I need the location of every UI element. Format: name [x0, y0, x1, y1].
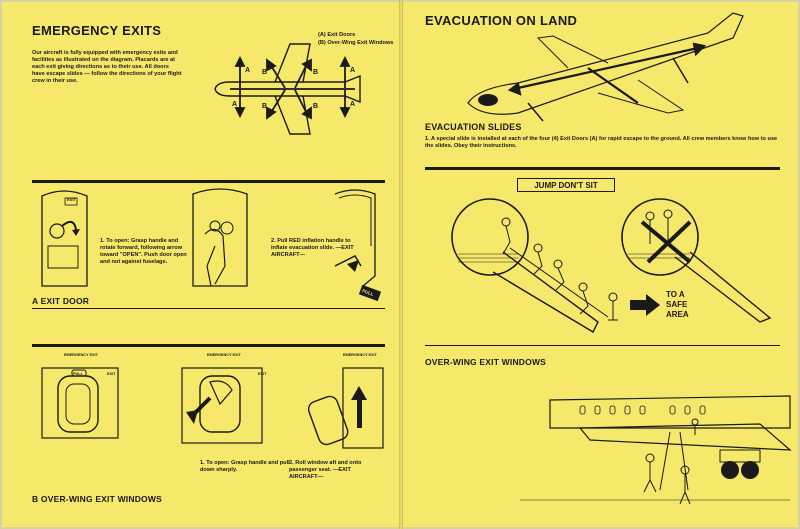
diagram-label-a4: A — [350, 101, 355, 108]
window-section-label: B OVER-WING EXIT WINDOWS — [32, 494, 162, 504]
emergency-exits-title: EMERGENCY EXITS — [32, 23, 162, 38]
safe-area-line-2: SAFE — [666, 300, 688, 309]
exit-door-illustration-1 — [41, 190, 88, 287]
window-step1: 1. To open: Grasp handle and pull down s… — [200, 460, 290, 473]
jump-dont-sit-box: JUMP DON'T SIT — [517, 178, 615, 192]
evacuation-on-land-title: EVACUATION ON LAND — [425, 13, 578, 28]
overwing-evacuation-illustration — [520, 395, 792, 505]
window-illustration-1 — [41, 367, 119, 439]
window-top-rule — [32, 344, 385, 347]
legend-overwing-windows: (B) Over-Wing Exit Windows — [318, 40, 394, 46]
safe-area-line-3: AREA — [666, 310, 689, 319]
exit-door-bottom-rule — [32, 308, 385, 309]
diagram-label-b1: B — [262, 69, 267, 76]
exit-door-slide-illustration — [334, 189, 382, 302]
slides-bottom-rule — [425, 345, 780, 346]
emergency-exits-intro: Our aircraft is fully equipped with emer… — [32, 50, 182, 84]
diagram-label-b4: B — [313, 103, 318, 110]
diagram-label-a1: A — [245, 67, 250, 74]
exit-door-placard: EXIT — [67, 197, 76, 202]
window-placard-2: EMERGENCY EXIT — [207, 353, 241, 357]
window-placard-1: EMERGENCY EXIT — [64, 353, 98, 357]
diagram-label-a3: A — [350, 67, 355, 74]
exit-door-section-label: A EXIT DOOR — [32, 296, 90, 306]
slide-illustration-correct — [451, 198, 618, 333]
exit-door-illustration-2 — [192, 188, 248, 287]
slide-illustration-incorrect — [621, 198, 772, 323]
center-fold — [399, 0, 403, 529]
window-placard-3: EMERGENCY EXIT — [343, 353, 377, 357]
exit-door-step2: 2. Pull RED inflation handle to inflate … — [271, 238, 354, 258]
diagram-label-b3: B — [262, 103, 267, 110]
diagram-label-b2: B — [313, 69, 318, 76]
window-step2: 2. Roll window aft and onto passenger se… — [289, 460, 362, 480]
evacuation-aircraft-illustration — [467, 12, 744, 122]
legend-exit-doors: (A) Exit Doors — [318, 32, 356, 38]
diagram-label-a2: A — [232, 101, 237, 108]
evacuation-slides-text: 1. A special slide is installed at each … — [425, 136, 778, 149]
slides-top-rule — [425, 167, 780, 170]
exit-door-step1: 1. To open: Grasp handle and rotate forw… — [100, 238, 187, 265]
safe-area-arrow — [630, 294, 660, 316]
safe-area-line-1: TO A — [666, 290, 685, 299]
right-panel — [402, 2, 798, 527]
exit-diagram: A A B B A A B B — [214, 43, 361, 135]
overwing-exit-title: OVER-WING EXIT WINDOWS — [425, 357, 547, 367]
window-pull-label: PULL — [73, 372, 83, 376]
evacuation-slides-title: EVACUATION SLIDES — [425, 122, 522, 132]
window-illustration-3 — [307, 367, 384, 449]
window-illustration-2 — [181, 367, 263, 444]
exit-door-top-rule — [32, 180, 385, 183]
window-small-placard-1: EXIT — [107, 372, 116, 376]
